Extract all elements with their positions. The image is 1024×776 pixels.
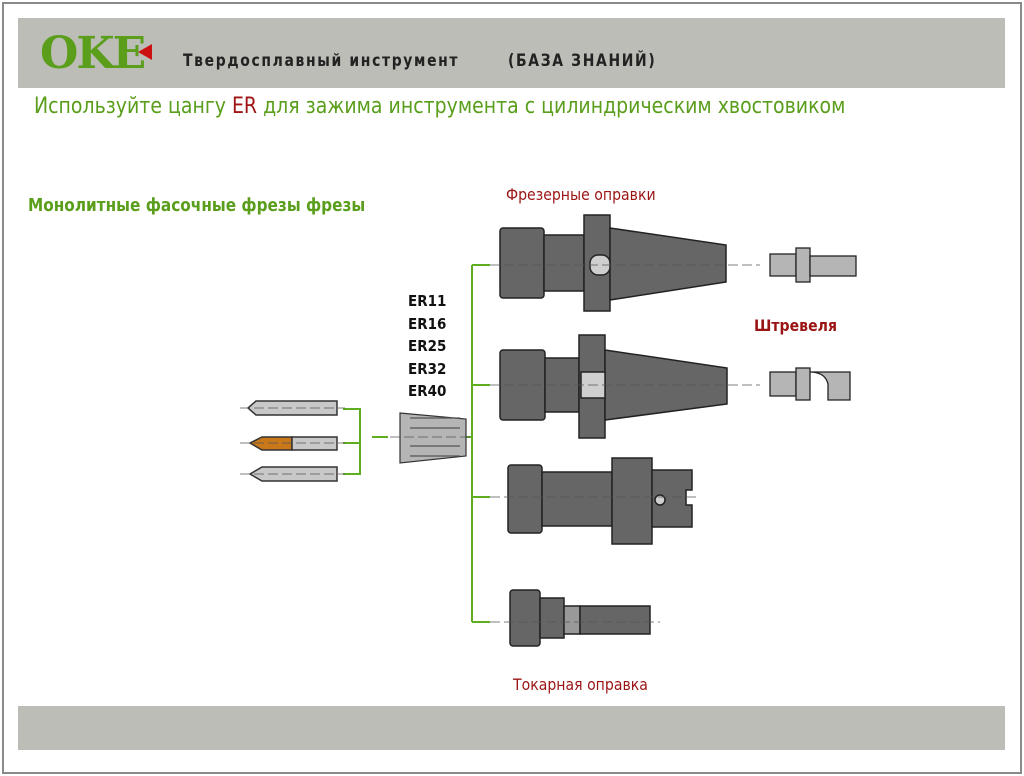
collet-size: ER40	[408, 382, 447, 400]
heading-part: Используйте цангу	[34, 94, 232, 119]
pull-stud-2-icon	[769, 367, 851, 401]
chamfer-mills	[246, 400, 338, 482]
header-title: Твердосплавный инструмент	[183, 51, 460, 71]
label-pull-studs: Штревеля	[754, 316, 837, 335]
heading-part: для зажима инструмента с цилиндрическим …	[257, 94, 846, 119]
collet-size: ER25	[408, 337, 447, 355]
collet-size-list: ER11 ER16 ER25 ER32 ER40	[408, 290, 446, 403]
pull-stud-1-icon	[769, 247, 857, 283]
label-turning-holder: Токарная оправка	[513, 675, 648, 694]
connector-lines	[343, 264, 490, 623]
milling-holder-2-icon	[499, 334, 728, 439]
collet-size: ER32	[408, 359, 447, 378]
footer-bar	[18, 706, 1005, 750]
section-title: Монолитные фасочные фрезы фрезы	[28, 195, 366, 216]
collet-size: ER16	[408, 314, 447, 333]
center-lines	[240, 264, 760, 623]
chamfer-mill-icon	[248, 436, 338, 451]
logo: OKE	[40, 28, 146, 79]
hsk-holder-icon	[507, 457, 693, 545]
logo-mark-icon	[138, 44, 152, 60]
label-milling-holders: Фрезерные оправки	[506, 185, 656, 204]
er-collet-icon	[399, 412, 467, 464]
turning-holder-icon	[509, 589, 651, 647]
milling-holder-1-icon	[499, 214, 727, 312]
heading-highlight: ER	[231, 94, 258, 119]
main-heading: Используйте цангу ER для зажима инструме…	[34, 94, 845, 119]
chamfer-mill-icon	[246, 400, 338, 416]
header-bar: OKE Твердосплавный инструмент (БАЗА ЗНАН…	[18, 18, 1005, 88]
header-subtitle: (БАЗА ЗНАНИЙ)	[508, 51, 657, 71]
collet-size: ER11	[408, 292, 447, 310]
chamfer-mill-icon	[248, 466, 338, 482]
